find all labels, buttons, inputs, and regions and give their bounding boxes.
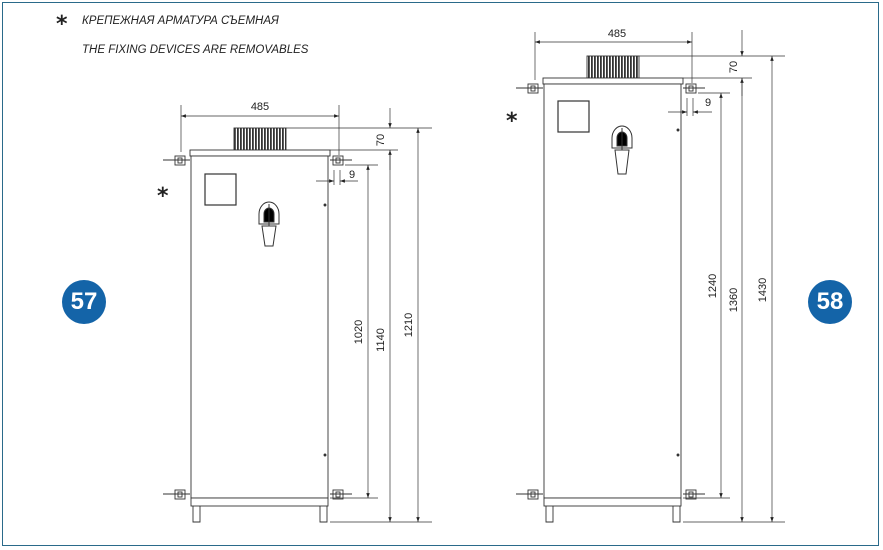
label-57-width: 485 <box>251 101 269 113</box>
asterisk-marker-57: * <box>157 184 169 209</box>
window-58 <box>557 100 590 133</box>
label-57-h1: 1020 <box>353 320 365 344</box>
label-58-h1: 1240 <box>707 274 719 298</box>
window-57 <box>204 173 237 206</box>
cabinet-58 <box>516 55 705 523</box>
handle-58 <box>611 125 633 175</box>
label-58-h2: 1360 <box>728 288 740 312</box>
label-57-h3: 1210 <box>403 313 415 337</box>
note-english: THE FIXING DEVICES ARE REMOVABLES <box>82 44 309 56</box>
label-57-top: 70 <box>375 134 387 146</box>
dimension-labels-58: 485 70 9 1240 1360 1430 <box>608 28 769 312</box>
label-58-width: 485 <box>608 28 626 40</box>
cabinet-57 <box>163 127 352 523</box>
dimensions-57 <box>180 105 432 523</box>
vent-grille-58 <box>586 55 640 79</box>
handle-57 <box>258 201 280 247</box>
label-58-top: 70 <box>728 61 740 73</box>
badge-57: 57 <box>62 280 106 324</box>
vent-grille-57 <box>233 127 287 151</box>
cabinet-body-58 <box>543 83 682 499</box>
dimension-labels-57: 485 70 9 1020 1140 1210 <box>251 101 415 352</box>
dimensions-58 <box>534 30 785 523</box>
asterisk-marker-58: * <box>506 109 518 134</box>
label-58-h3: 1430 <box>757 278 769 302</box>
label-57-h2: 1140 <box>375 328 387 352</box>
asterisk-legend: * <box>56 12 68 37</box>
note-russian: КРЕПЕЖНАЯ АРМАТУРА СЪЕМНАЯ <box>82 15 279 27</box>
cabinet-body-57 <box>190 155 329 499</box>
badge-58: 58 <box>808 280 852 324</box>
label-58-bracket: 9 <box>705 97 711 109</box>
label-57-bracket: 9 <box>349 169 355 181</box>
